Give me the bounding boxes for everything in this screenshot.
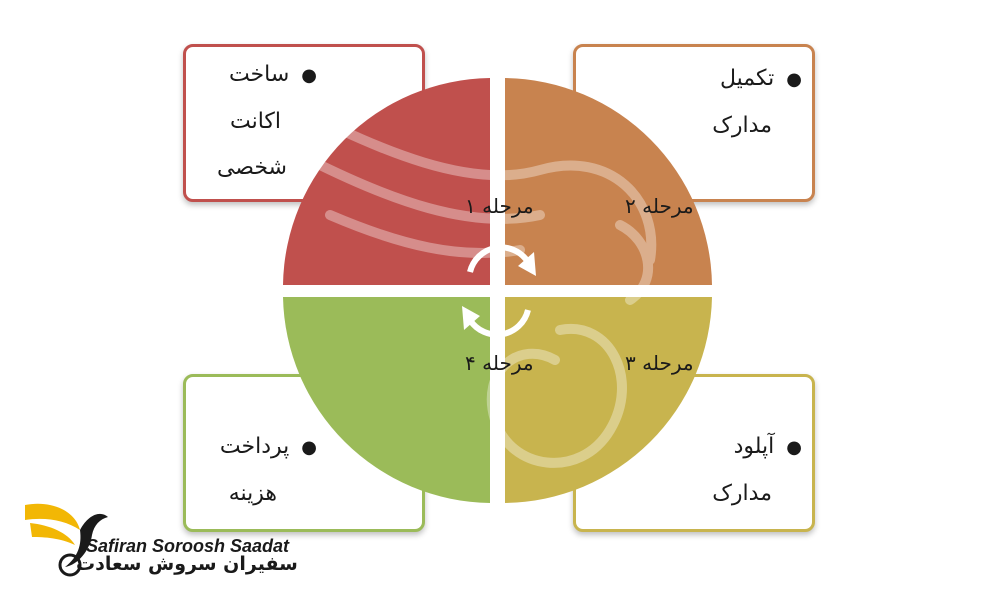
stage-3-label: مرحله ۳	[625, 351, 694, 375]
stage-3-text: ● آپلود مدارک	[712, 424, 802, 517]
stage-3-quadrant	[505, 297, 712, 503]
stage-2-text: ● تکمیل مدارک	[712, 56, 802, 149]
stage-4-line-2: هزینه	[228, 481, 277, 506]
stage-4-quadrant	[283, 297, 490, 503]
stage-1-line-2: اکانت	[229, 109, 281, 134]
stage-1-quadrant	[283, 78, 490, 285]
bullet-icon: ●	[301, 437, 317, 458]
bullet-icon: ●	[301, 65, 317, 86]
bullet-icon: ●	[786, 437, 802, 458]
stage-2-line-1: تکمیل	[719, 66, 775, 91]
stage-4-text: ● پرداخت هزینه	[220, 424, 317, 517]
stage-1-line-3: شخصی	[216, 155, 287, 180]
bullet-icon: ●	[786, 69, 802, 90]
logo-name-en: Safiran Soroosh Saadat	[86, 536, 290, 556]
stage-1-text: ● ساخت اکانت شخصی	[217, 52, 317, 191]
logo-name-fa: سفیران سروش سعادت	[76, 553, 298, 575]
stage-4-label: مرحله ۴	[465, 351, 534, 375]
stage-1-line-1: ساخت	[228, 62, 290, 87]
circular-arrows-icon	[462, 244, 536, 338]
stage-1-label: مرحله ۱	[465, 194, 534, 218]
stage-2-line-2: مدارک	[712, 113, 772, 138]
stage-2-quadrant	[505, 78, 712, 285]
stage-3-line-1: آپلود	[733, 434, 775, 459]
stage-3-line-2: مدارک	[712, 481, 772, 506]
stage-4-line-1: پرداخت	[219, 434, 290, 459]
phoenix-logo-icon	[25, 503, 108, 577]
phoenix-watermark-icon	[295, 105, 657, 468]
stage-2-label: مرحله ۲	[625, 194, 694, 218]
